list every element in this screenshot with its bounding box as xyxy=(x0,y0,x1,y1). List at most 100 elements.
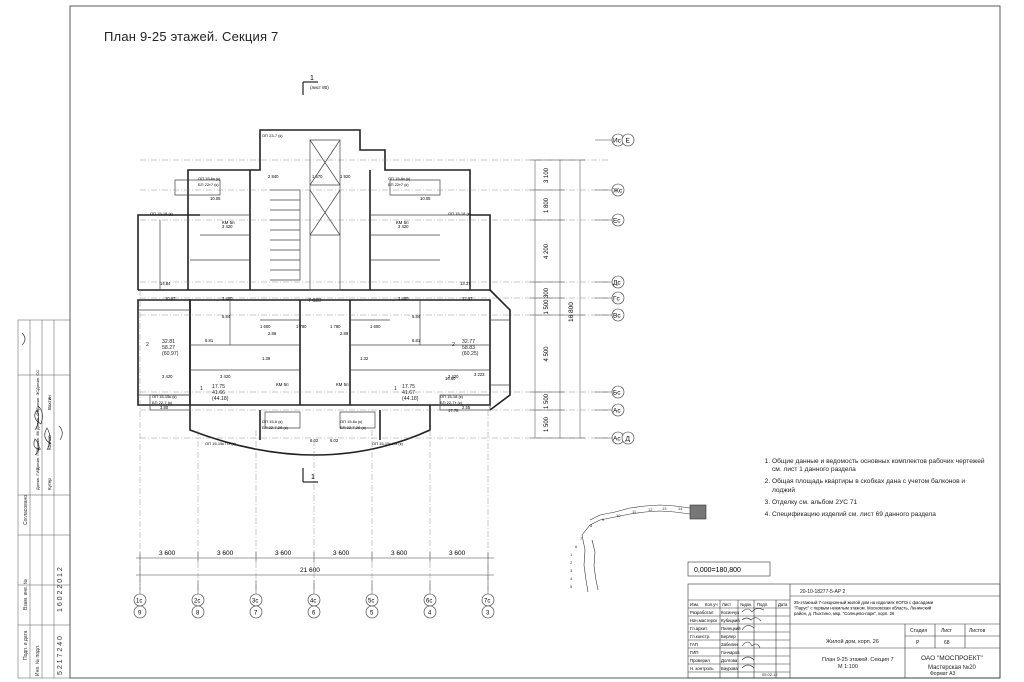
axis-bubble xyxy=(611,385,625,399)
svg-text:9: 9 xyxy=(602,517,605,522)
axis-label: 5с xyxy=(368,599,374,605)
side-table-texts: Согласовано Взам. инв. № Подп. и дата Ин… xyxy=(23,495,64,676)
stamp-texts: 20-10-18277-5-АР 2 Жилой дом, корп. 26 П… xyxy=(762,589,986,677)
stamp-sheet-name: План 9-25 этажей. Секция 7 xyxy=(822,656,894,663)
axis-label-alt: E xyxy=(626,138,631,145)
interior-dim: 2.55 xyxy=(462,405,471,410)
interior-dim: 5.84 xyxy=(222,314,231,319)
axis-bubble-alt xyxy=(621,431,635,445)
side-row-name: Кутер xyxy=(47,478,52,490)
apt-left-area: 32.81 xyxy=(162,339,175,345)
stamp-role: Гл.архит. xyxy=(690,626,708,631)
bottom-dimension-chain xyxy=(136,552,494,580)
stamp-person: Косинчук xyxy=(721,610,739,615)
right-dimension-chain xyxy=(530,159,585,439)
interior-dim: 1.32 xyxy=(360,356,369,361)
interior-dim: 6.81 xyxy=(412,338,421,343)
interior-dim: 1 780 xyxy=(330,324,341,329)
side-stamp-signatures xyxy=(21,332,63,456)
interior-dim: 12.97 xyxy=(462,296,473,301)
apt-right-live: 58.83 xyxy=(462,345,475,351)
bottom-dim-label: 3 600 xyxy=(333,550,350,557)
balcony-label: БП 22-7 (к) xyxy=(152,400,173,405)
balcony-label: ОП 15-18 (к) xyxy=(448,211,472,216)
title-block-signatures xyxy=(741,608,765,669)
bottom-dim-label: 3 600 xyxy=(449,550,466,557)
svg-text:3: 3 xyxy=(570,568,573,573)
stamp-role: Нач.мастерск xyxy=(690,618,717,623)
balcony-label: ОП 15-15к П3 (к) xyxy=(372,441,403,446)
bottom-total-dim: 21 600 xyxy=(300,567,320,574)
axis-label-alt: 9 xyxy=(138,611,142,617)
stamp-org: ОАО "МОСПРОЕКТ" xyxy=(921,655,983,662)
right-dim-label: 3 100 xyxy=(544,167,550,183)
right-dim-label: 1 500 xyxy=(544,393,550,409)
side-inv: Взам. инв. № xyxy=(23,579,29,610)
stamp-role: Н. контроль xyxy=(690,666,714,671)
svg-text:6: 6 xyxy=(575,544,578,549)
balcony-label: ОП 15-6 (к) xyxy=(262,419,283,424)
balcony-label: ОП 15-15к П3 (к) xyxy=(205,441,236,446)
interior-dim: 2.89 xyxy=(340,331,349,336)
interior-dim: 3 420 xyxy=(448,374,459,379)
km-label: КМ 5п xyxy=(336,382,349,387)
axis-label: 3с xyxy=(252,599,258,605)
stamp-header-cell: Изм. xyxy=(690,602,699,607)
room-labels: 2 32.81 58.27 (60.97) 2 32.77 58.83 (60.… xyxy=(146,298,479,402)
axis-label: Жс xyxy=(613,188,623,195)
axis-label: Ас xyxy=(613,436,621,443)
svg-text:8: 8 xyxy=(590,523,593,528)
balcony-labels: ОП 23-7 (к)ОП 15-6к (к)БП 22т7 (к)ОП 15-… xyxy=(150,133,472,446)
axis-bubble-alt xyxy=(307,605,321,619)
svg-text:2: 2 xyxy=(570,560,573,565)
balcony-label: ОП 23-7 (к) xyxy=(262,133,283,138)
interior-dim: 10.87 xyxy=(165,296,176,301)
interior-dim: 2.86 xyxy=(268,331,277,336)
stamp-role: Разработал xyxy=(690,610,714,615)
axis-label: Дс xyxy=(613,280,621,287)
axis-bubble-alt xyxy=(191,605,205,619)
axis-label-alt: 7 xyxy=(254,611,258,617)
note-item: Спецификацию изделий см. лист 69 данного… xyxy=(772,511,985,519)
stamp-person: Берлер xyxy=(721,634,736,639)
balcony-label: ОП 15-15к (к) xyxy=(152,394,177,399)
axis-bubble xyxy=(611,308,625,322)
apt-right-no: 2 xyxy=(452,342,455,348)
balcony-label: БП 22т7 (к) xyxy=(388,182,409,187)
section-mark-top-ref: (лист 80) xyxy=(310,85,329,90)
stamp-header-cell: Лист xyxy=(722,602,731,607)
right-dim-label: 300 xyxy=(544,287,550,298)
axis-bubble-alt xyxy=(481,605,495,619)
interior-dim: 16.80 xyxy=(445,376,456,381)
balcony-label: ОП 15-18 (к) xyxy=(150,211,174,216)
axis-label: 2с xyxy=(194,599,200,605)
axis-label-alt: 6 xyxy=(312,611,316,617)
stamp-sheets-label: Листов xyxy=(969,628,986,634)
side-row-name: Вахтин xyxy=(47,395,52,410)
stamp-header-cell: Кол.уч xyxy=(705,602,718,607)
note-item: Общая площадь квартиры в скобках дана с … xyxy=(772,478,985,494)
axis-label: 7с xyxy=(484,599,490,605)
axis-bubble-alt xyxy=(621,133,635,147)
stamp-stage-label: Стадия xyxy=(910,628,927,634)
stamp-person: Кубицкий xyxy=(721,618,740,623)
stamp-header-cell: №док. xyxy=(740,602,752,607)
axis-label-alt: Д xyxy=(626,436,631,443)
axis-label: Ис xyxy=(613,138,622,145)
apt-right-total: (60.25) xyxy=(462,351,479,357)
apt-left-lower-area: 17.75 xyxy=(212,384,225,390)
axis-label-alt: 4 xyxy=(428,611,432,617)
apt-left-no: 2 xyxy=(146,342,149,348)
bottom-dim-label: 3 600 xyxy=(391,550,408,557)
interior-dim: 17.78 xyxy=(448,408,459,413)
axis-bubble xyxy=(611,275,625,289)
note-item: Отделку см. альбом 2УС 71 xyxy=(772,499,985,507)
svg-text:10: 10 xyxy=(616,513,621,518)
interior-dim: 3 420 xyxy=(222,224,233,229)
stamp-workshop: Мастерская №20 xyxy=(928,664,977,671)
